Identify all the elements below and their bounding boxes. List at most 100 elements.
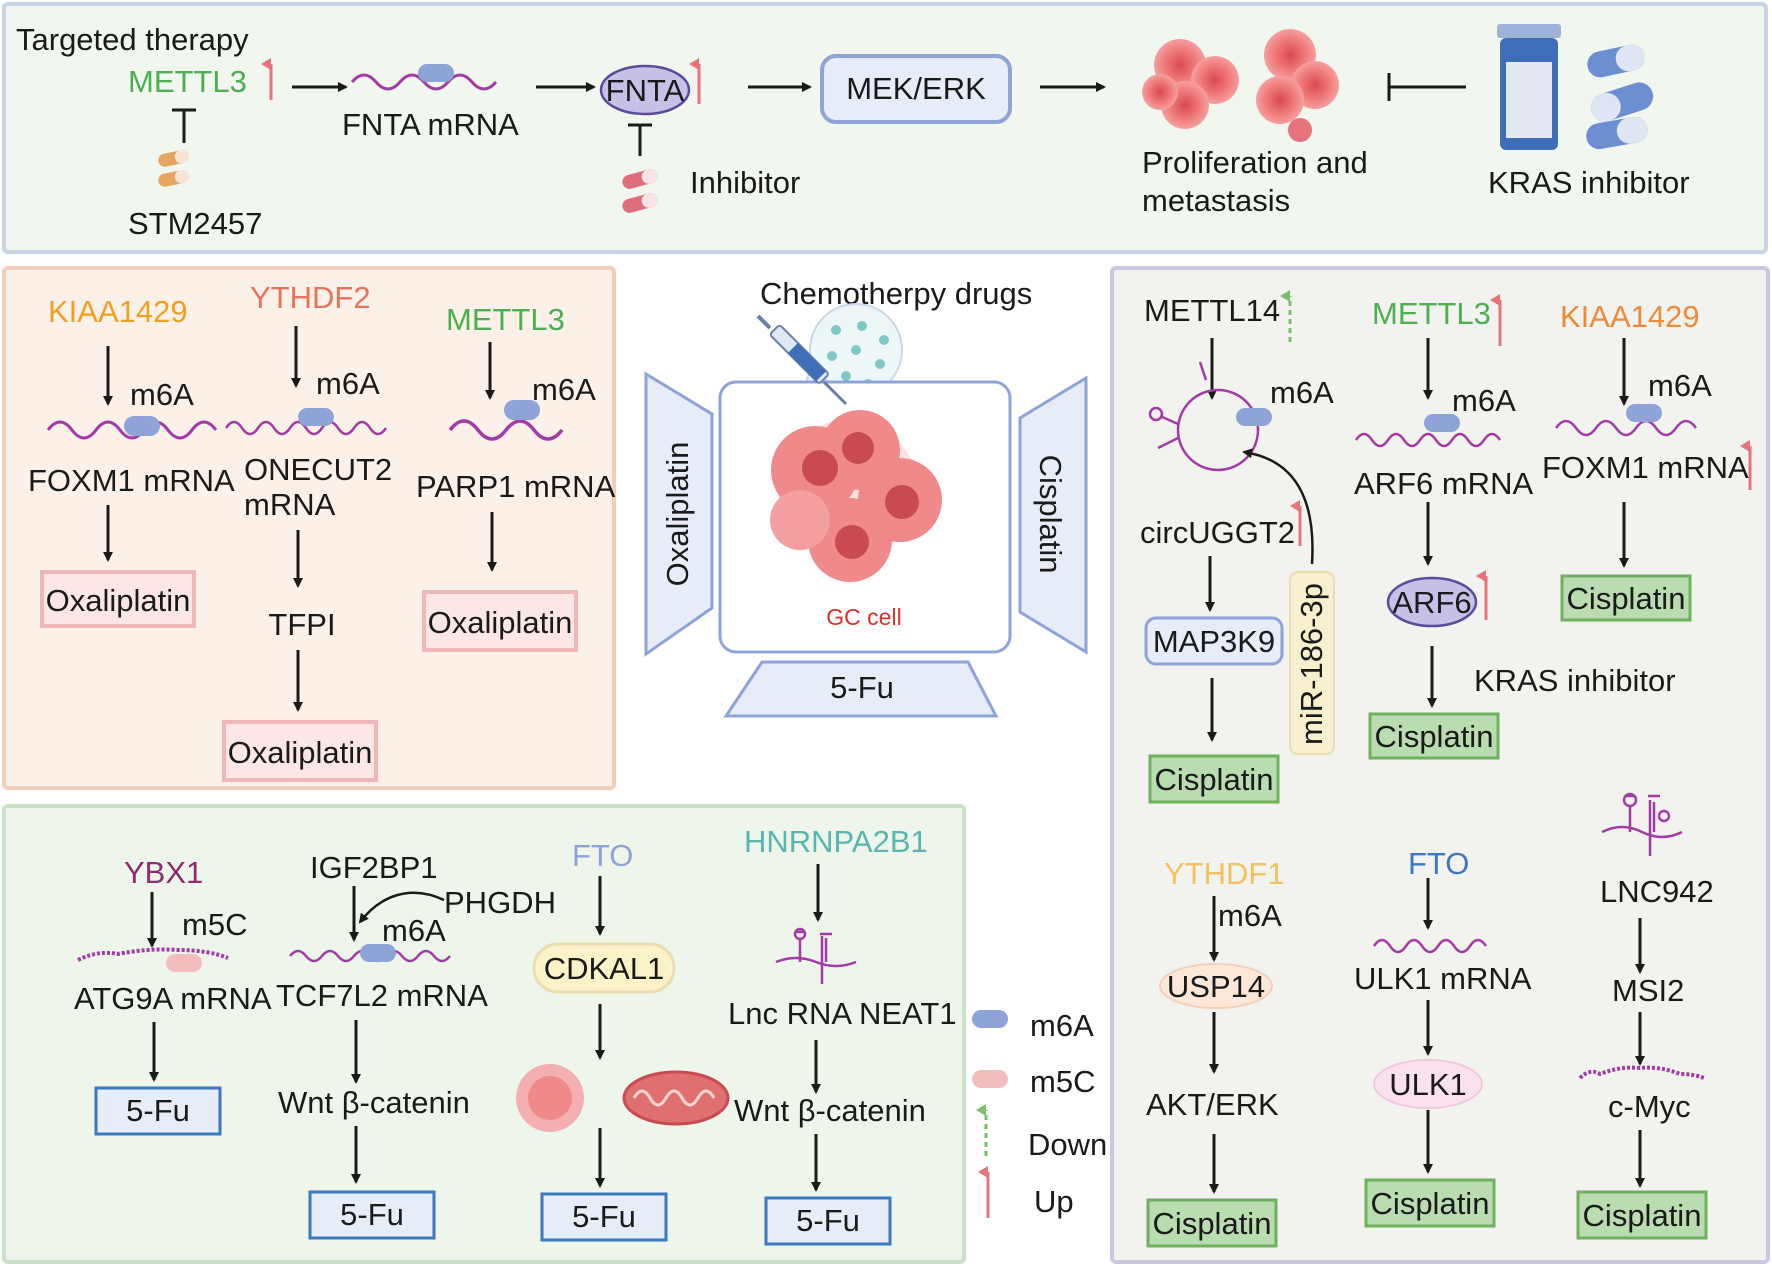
wnt-label: Wnt β-catenin — [278, 1085, 470, 1120]
m6a-label: m6A — [316, 366, 380, 401]
cisplatin-box — [1148, 754, 1280, 804]
onecut2-mrna-strand-icon — [224, 420, 388, 436]
hnrnp-label: HNRNPA2B1 — [744, 824, 928, 859]
top-title: Targeted therapy — [16, 22, 249, 57]
oxaliplatin-label: Oxaliplatin — [228, 735, 373, 770]
cdkal1-label: CDKAL1 — [544, 951, 665, 986]
gc-cell-cluster-icon — [770, 410, 942, 582]
m6a-mark-icon — [418, 64, 454, 82]
fu-box — [94, 1086, 222, 1136]
gc-cell-label: GC cell — [826, 604, 901, 630]
ulk1-mrna-label: ULK1 mRNA — [1354, 961, 1532, 996]
ulk1-node — [1373, 1059, 1483, 1109]
onecut2-label-1: ONECUT2 — [244, 452, 392, 487]
m5c-mark-icon — [166, 954, 202, 972]
foxm1-label: FOXM1 mRNA — [28, 463, 235, 498]
pill-bottle-icon — [1497, 24, 1654, 150]
legend-m6a-icon — [972, 1010, 1008, 1028]
top-mettl3-label: METTL3 — [128, 64, 247, 99]
m6a-label: m6A — [1218, 898, 1282, 933]
cisplatin-label: Cisplatin — [1371, 1186, 1490, 1221]
cisplatin-box — [1146, 1198, 1278, 1248]
mir-arrow — [1242, 448, 1314, 565]
bottom-trapezoid — [723, 660, 999, 718]
fu-box — [540, 1192, 668, 1242]
cisplatin-label: Cisplatin — [1567, 581, 1686, 616]
m6a-mark-icon — [298, 408, 334, 426]
syringe-icon — [756, 314, 848, 406]
pill-icon — [158, 149, 189, 187]
legend-m5c-icon — [972, 1070, 1008, 1088]
map3k9-label: MAP3K9 — [1153, 624, 1275, 659]
oxaliplatin-box — [422, 590, 578, 652]
mir-label: miR-186-3p — [1294, 583, 1329, 745]
usp14-node — [1159, 963, 1273, 1009]
fu-label: 5-Fu — [126, 1093, 190, 1128]
ythdf1-label: YTHDF1 — [1164, 856, 1285, 891]
cisplatin-box — [1576, 1190, 1708, 1240]
tcf7l2-label: TCF7L2 mRNA — [276, 978, 488, 1013]
mir-box — [1289, 571, 1335, 755]
fu-box — [764, 1196, 892, 1246]
ythdf2-label: YTHDF2 — [250, 280, 371, 315]
parp1-label: PARP1 mRNA — [416, 469, 616, 504]
m6a-label: m6A — [130, 377, 194, 412]
stm-label: STM2457 — [128, 206, 262, 241]
chemo-label: Chemotherpy drugs — [760, 276, 1032, 311]
fto-right-label: FTO — [1408, 846, 1469, 881]
cisplatin-label: Cisplatin — [1583, 1198, 1702, 1233]
atg9a-label: ATG9A mRNA — [74, 981, 272, 1016]
m5c-label: m5C — [182, 907, 247, 942]
cmyc-mrna-strand-icon — [1578, 1065, 1705, 1080]
arf6-mrna-label: ARF6 mRNA — [1354, 466, 1533, 501]
kras-label: KRAS inhibitor — [1488, 165, 1690, 200]
cisplatin-box — [1560, 574, 1692, 622]
right-trapezoid — [1018, 375, 1088, 655]
cdkal1-box — [532, 942, 676, 994]
cisplatin-label: Cisplatin — [1153, 1206, 1272, 1241]
neat1-label: Lnc RNA NEAT1 — [728, 996, 957, 1031]
oxaliplatin-label: Oxaliplatin — [46, 583, 191, 618]
mettl3-right-label: METTL3 — [1372, 296, 1491, 331]
m6a-label: m6A — [1648, 368, 1712, 403]
onecut2-label-2: mRNA — [244, 487, 336, 522]
m6a-mark-icon — [1626, 404, 1662, 422]
inhibitor-label: Inhibitor — [690, 165, 800, 200]
legend-up-label: Up — [1034, 1184, 1074, 1219]
m6a-mark-icon — [124, 416, 160, 436]
oxaliplatin-box — [222, 720, 378, 782]
foxm1-right-label: FOXM1 mRNA — [1542, 450, 1749, 485]
map3k9-box — [1144, 616, 1284, 666]
circuggt2-label: circUGGT2 — [1140, 515, 1295, 550]
atg9a-mrna-strand-icon — [77, 947, 229, 962]
legend-down-label: Down — [1028, 1127, 1107, 1162]
ulk1-label: ULK1 — [1389, 1067, 1467, 1102]
oxaliplatin-side-label: Oxaliplatin — [660, 442, 695, 587]
lncrna-icon — [1601, 792, 1683, 856]
bottom-left-panel — [2, 804, 966, 1264]
cisplatin-label: Cisplatin — [1155, 762, 1274, 797]
m6a-mark-icon — [1236, 408, 1272, 426]
fu-base-label: 5-Fu — [830, 670, 894, 705]
mitochondria-icon — [622, 1070, 730, 1126]
m6a-label: m6A — [1270, 375, 1334, 410]
left-panel — [2, 266, 616, 790]
wnt-label: Wnt β-catenin — [734, 1093, 926, 1128]
kiaa-label: KIAA1429 — [48, 294, 188, 329]
prolif-label-1: Proliferation and — [1142, 145, 1368, 180]
lnc942-label: LNC942 — [1600, 874, 1714, 909]
m6a-label: m6A — [532, 372, 596, 407]
pill-icon — [622, 169, 658, 213]
arf6-mrna-strand-icon — [1354, 432, 1502, 448]
fu-label: 5-Fu — [796, 1203, 860, 1238]
cell-icon — [516, 1064, 584, 1132]
fnta-mrna-strand-icon — [350, 73, 498, 91]
ulk1-mrna-strand-icon — [1372, 938, 1488, 954]
m6a-mark-icon — [504, 400, 540, 420]
usp14-label: USP14 — [1167, 969, 1265, 1004]
arf6-label: ARF6 — [1392, 585, 1471, 620]
fu-label: 5-Fu — [340, 1197, 404, 1232]
msi2-label: MSI2 — [1612, 973, 1684, 1008]
m6a-label: m6A — [1452, 383, 1516, 418]
